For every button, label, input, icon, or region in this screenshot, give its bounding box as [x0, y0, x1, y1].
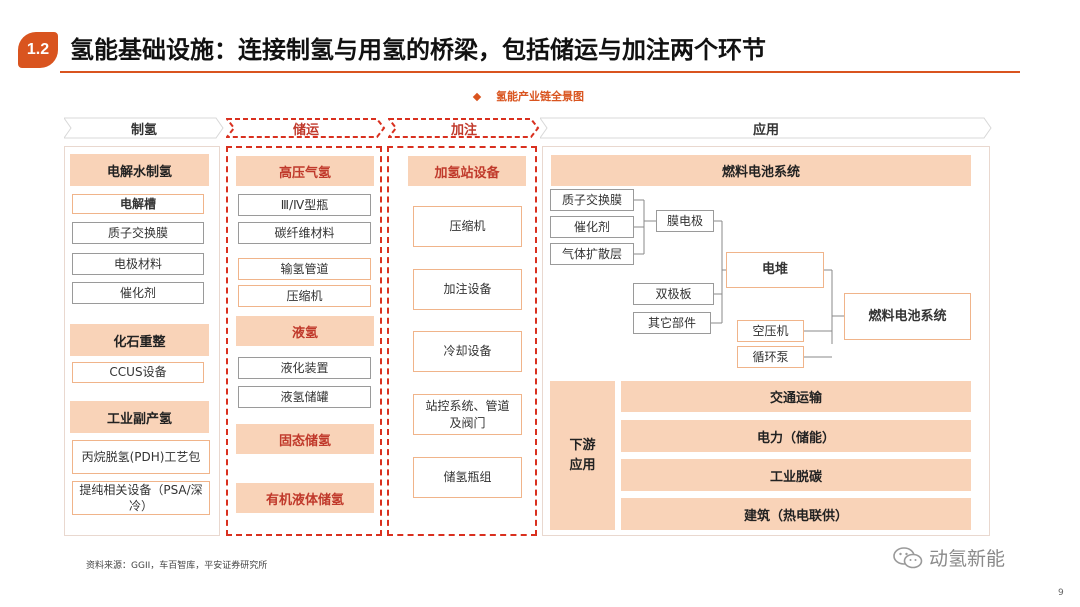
stage-storage-label: 储运 [292, 122, 319, 138]
mea-item: 膜电极 [656, 210, 714, 232]
chevron-shape-icon [64, 117, 224, 139]
chevron-dashed-shape-icon [226, 118, 386, 138]
wechat-icon [893, 546, 923, 568]
refueling-station-header: 加氢站设备 [408, 156, 526, 186]
byproduct-hydrogen-header: 工业副产氢 [70, 401, 209, 433]
building-chp-item: 建筑（热电联供） [621, 498, 971, 530]
ccus-equipment-item: CCUS设备 [72, 362, 204, 383]
stack-item: 电堆 [726, 252, 824, 288]
header-divider [60, 71, 1020, 73]
hydrogen-pipeline-item: 输氢管道 [238, 258, 371, 280]
storage-bank-item: 储氢瓶组 [413, 457, 522, 498]
catalyst-item: 催化剂 [72, 282, 204, 304]
watermark: 动氢新能 [893, 544, 1005, 571]
industrial-decarbonization-item: 工业脱碳 [621, 459, 971, 491]
pdh-package-item: 丙烷脱氢(PDH)工艺包 [72, 440, 210, 474]
stage-production: 制氢 [64, 117, 224, 139]
type-iii-iv-tank-item: Ⅲ/Ⅳ型瓶 [238, 194, 371, 216]
organic-liquid-storage-header: 有机液体储氢 [236, 483, 374, 513]
station-control-item: 站控系统、管道及阀门 [413, 394, 522, 435]
source-note: 资料来源：GGII，车百智库，平安证券研究所 [86, 561, 268, 571]
electrolyzer-item: 电解槽 [72, 194, 204, 214]
high-pressure-gas-header: 高压气氢 [236, 156, 374, 186]
other-parts-item: 其它部件 [633, 312, 711, 334]
mea-catalyst-item: 催化剂 [550, 216, 634, 238]
liquid-hydrogen-tank-item: 液氢储罐 [238, 386, 371, 408]
electrode-material-item: 电极材料 [72, 253, 204, 275]
air-compressor-item: 空压机 [737, 320, 804, 342]
stage-refueling: 加注 [388, 117, 540, 139]
purification-equipment-item: 提纯相关设备（PSA/深冷） [72, 481, 210, 515]
diagram-title: 氢能产业链全景图 [472, 88, 584, 104]
page-number: 9 [1058, 588, 1064, 598]
chevron-dashed-shape-icon [388, 118, 540, 138]
dispenser-item: 加注设备 [413, 269, 522, 310]
downstream-label: 下游应用 [550, 381, 615, 530]
circulation-pump-item: 循环泵 [737, 346, 804, 368]
watermark-text: 动氢新能 [929, 548, 1006, 570]
pem-item: 质子交换膜 [72, 222, 204, 244]
bipolar-plate-item: 双极板 [633, 283, 714, 305]
stage-application: 应用 [540, 117, 992, 139]
stage-application-label: 应用 [752, 122, 779, 138]
liquefaction-unit-item: 液化装置 [238, 357, 371, 379]
refueling-compressor-item: 压缩机 [413, 206, 522, 247]
fuel-cell-system-item: 燃料电池系统 [844, 293, 971, 340]
solid-storage-header: 固态储氢 [236, 424, 374, 454]
chevron-shape-icon [540, 117, 992, 139]
transport-item: 交通运输 [621, 381, 971, 412]
stage-production-label: 制氢 [130, 122, 157, 138]
gas-diffusion-layer-item: 气体扩散层 [550, 243, 634, 265]
power-storage-item: 电力（储能） [621, 420, 971, 452]
electrolysis-header: 电解水制氢 [70, 154, 209, 186]
stage-refueling-label: 加注 [450, 122, 477, 138]
carbon-fiber-item: 碳纤维材料 [238, 222, 371, 244]
cooling-equipment-item: 冷却设备 [413, 331, 522, 372]
page-title: 氢能基础设施：连接制氢与用氢的桥梁，包括储运与加注两个环节 [70, 36, 766, 64]
fuel-cell-system-header: 燃料电池系统 [551, 155, 971, 186]
storage-compressor-item: 压缩机 [238, 285, 371, 307]
mea-pem-item: 质子交换膜 [550, 189, 634, 211]
fossil-reforming-header: 化石重整 [70, 324, 209, 356]
section-badge: 1.2 [18, 32, 58, 68]
stage-storage: 储运 [226, 117, 386, 139]
diagram-title-text: 氢能产业链全景图 [496, 90, 584, 103]
liquid-hydrogen-header: 液氢 [236, 316, 374, 346]
